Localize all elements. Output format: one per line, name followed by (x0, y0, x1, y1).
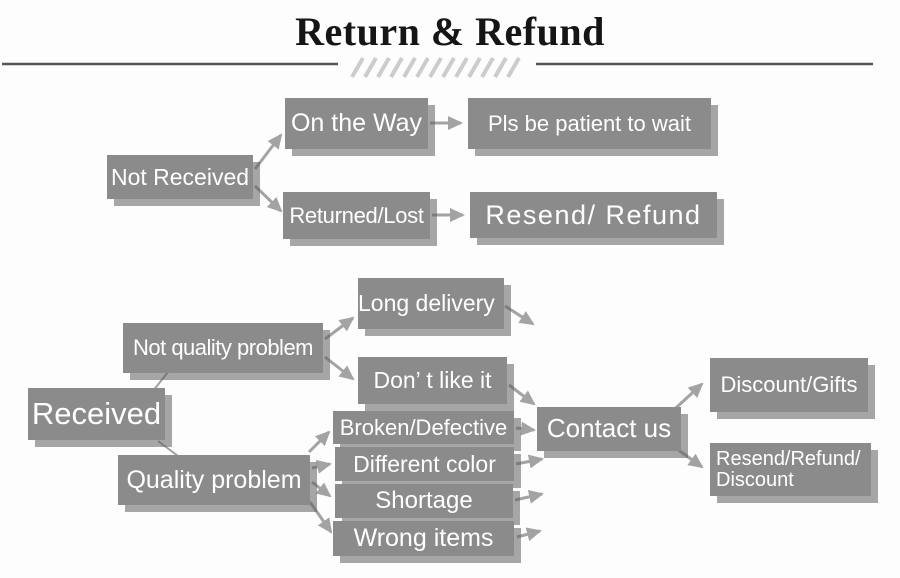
flow-node-resend-refund: Resend/ Refund (470, 192, 717, 238)
arrow-shortage-contact (514, 489, 544, 504)
arrow-wrongitems-contact (516, 527, 542, 542)
flow-node-different-color: Different color (335, 447, 514, 481)
arrow-quality-broken (307, 430, 331, 454)
arrow-dontlike-contact (508, 383, 536, 406)
resend-refund-discount-line1: Resend/Refund/ (716, 447, 861, 470)
flow-node-broken-defective: Broken/Defective (333, 411, 514, 444)
arrow-quality-wrongitems (308, 501, 333, 534)
resend-refund-discount-line2: Discount (716, 468, 794, 491)
arrow-notreceived-ontheway (253, 133, 283, 170)
flow-node-contact-us: Contact us (537, 407, 681, 451)
arrow-longdelivery-out (504, 304, 535, 326)
flow-node-shortage: Shortage (335, 484, 513, 518)
flow-node-received: Received (28, 388, 165, 440)
flow-node-quality-problem: Quality problem (118, 455, 310, 505)
flow-node-not-quality-problem: Not quality problem (123, 323, 323, 373)
page-title: Return & Refund (295, 9, 605, 54)
flow-node-discount-gifts: Discount/Gifts (710, 358, 868, 412)
arrow-broken-contact (515, 421, 536, 436)
title-divider-hatch (350, 56, 521, 79)
flow-node-pls-be-patient: Pls be patient to wait (468, 98, 711, 149)
flow-node-long-delivery: Long delivery (358, 278, 504, 329)
arrow-notquality-longdelivery (324, 316, 355, 341)
flow-node-not-received: Not Received (107, 155, 253, 199)
line-received-quality (157, 440, 179, 457)
line-received-notquality (152, 371, 169, 392)
flow-node-on-the-way: On the Way (285, 98, 428, 149)
arrow-quality-differentcolor (311, 459, 332, 474)
arrow-quality-shortage (311, 480, 332, 498)
arrow-notquality-dontlike (324, 355, 355, 381)
flow-node-wrong-items: Wrong items (333, 521, 514, 556)
arrow-differentcolor-contact (515, 454, 544, 469)
flow-node-resend-refund-discount: Resend/Refund/ Discount (710, 443, 871, 496)
flow-node-returned-lost: Returned/Lost (283, 192, 430, 239)
arrow-notreceived-returnedlost (253, 184, 283, 213)
flow-node-dont-like-it: Don’ t like it (358, 357, 507, 404)
